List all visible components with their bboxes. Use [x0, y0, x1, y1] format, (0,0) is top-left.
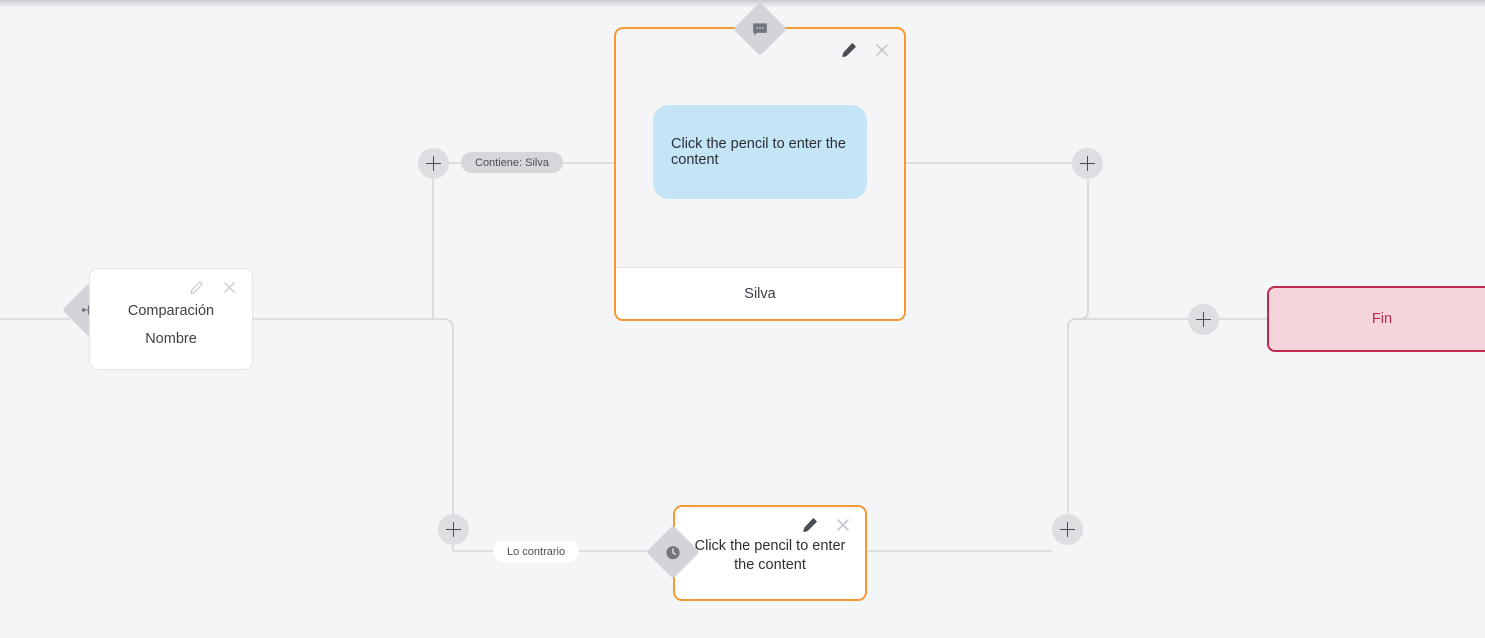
- add-node-before-end[interactable]: [1188, 304, 1219, 335]
- edge-label-true-branch[interactable]: Contiene: Silva: [461, 152, 563, 173]
- close-icon[interactable]: [873, 41, 890, 58]
- message-node-footer: Silva: [616, 267, 904, 319]
- add-node-true-branch[interactable]: [418, 148, 449, 179]
- wait-node[interactable]: Click the pencil to enter the content: [673, 505, 867, 601]
- message-node-badge[interactable]: [733, 2, 787, 56]
- pencil-icon[interactable]: [801, 516, 818, 533]
- add-node-false-branch[interactable]: [438, 514, 469, 545]
- add-node-after-wait[interactable]: [1052, 514, 1083, 545]
- message-node-body: Click the pencil to enter the content: [616, 29, 904, 267]
- edge-label-false-branch[interactable]: Lo contrario: [493, 541, 580, 562]
- close-icon[interactable]: [834, 516, 851, 533]
- comparison-node-subtitle: Nombre: [145, 331, 197, 347]
- wait-node-actions: [801, 516, 851, 533]
- comparison-node[interactable]: Comparación Nombre: [89, 268, 253, 370]
- wait-node-text[interactable]: Click the pencil to enter the content: [694, 538, 846, 573]
- clock-icon: [665, 544, 682, 561]
- message-bubble-icon: [752, 21, 769, 38]
- message-bubble[interactable]: Click the pencil to enter the content: [653, 105, 867, 199]
- message-node-actions: [840, 41, 890, 58]
- comparison-node-text: Comparación Nombre: [90, 297, 252, 353]
- end-node[interactable]: Fin: [1267, 286, 1485, 352]
- pencil-icon[interactable]: [188, 279, 205, 296]
- pencil-icon[interactable]: [840, 41, 857, 58]
- comparison-node-actions: [188, 279, 238, 296]
- close-icon[interactable]: [221, 279, 238, 296]
- add-node-after-message[interactable]: [1072, 148, 1103, 179]
- comparison-node-title: Comparación: [127, 303, 215, 319]
- message-node[interactable]: Click the pencil to enter the content Si…: [614, 27, 906, 321]
- toolbar-edge-strip: [0, 0, 1485, 7]
